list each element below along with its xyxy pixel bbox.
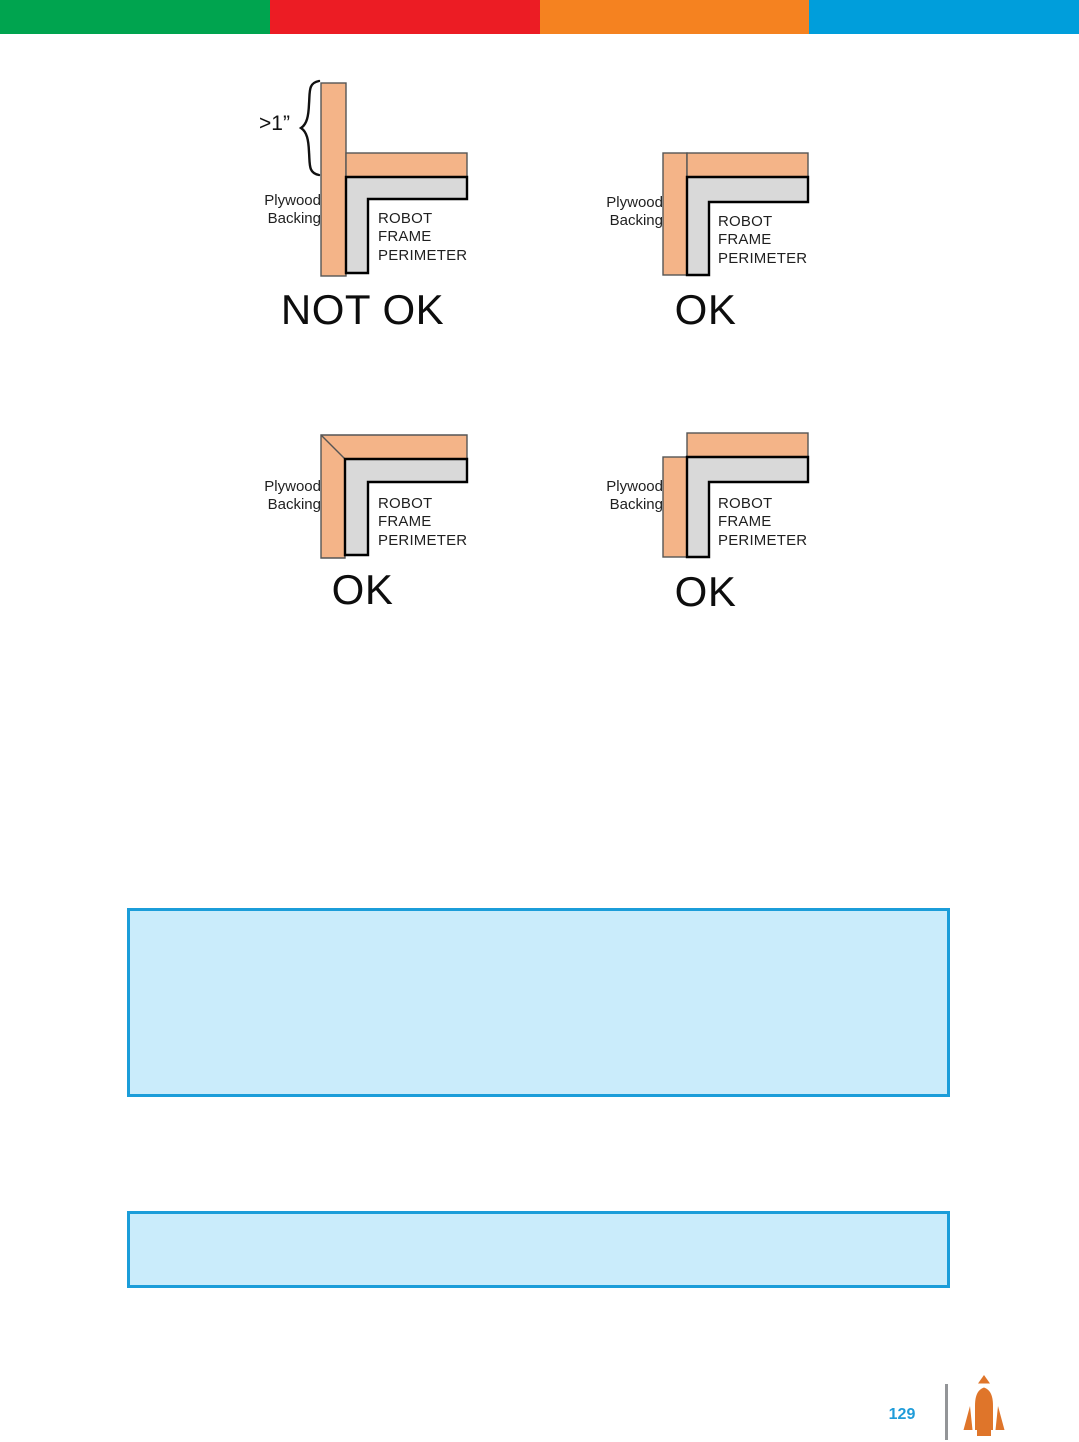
plywood-vertical-plank [320,82,347,277]
frame-label-line3: PERIMETER [378,531,468,549]
frame-label-line2: FRAME [718,231,772,249]
plywood-backing-label: Plywood Backing [599,194,663,231]
frame-label-line3: PERIMETER [718,249,808,267]
backing-label-line2: Backing [609,496,663,514]
plywood-backing-label: Plywood Backing [599,478,663,515]
plywood-vertical-plank [662,456,688,558]
plywood-joint-drawing [320,434,469,559]
verdict-label: NOT OK [280,286,445,333]
frame-label-line3: PERIMETER [718,531,808,549]
robot-frame-corner [344,175,469,275]
page-number: 129 [888,1406,916,1423]
note-box-small [127,1211,950,1288]
note-box-large [127,908,950,1097]
robot-frame-label: ROBOT FRAME PERIMETER [718,213,807,268]
robot-frame-corner [685,175,810,277]
diagram-ok-overlap-butt: Plywood Backing ROBOT FRAME PERIMETER OK [598,428,813,615]
diagram-ok-miter: Plywood Backing ROBOT FRAME PERIMETER OK [255,428,470,613]
header-green-segment [0,0,270,34]
plywood-joint-drawing [662,432,810,559]
robot-frame-corner [685,455,810,559]
frame-label-line1: ROBOT [718,495,773,512]
backing-label-line1: Plywood [264,192,321,209]
verdict-label: OK [674,286,737,333]
plywood-backing-label: Plywood Backing [257,192,321,229]
header-color-bar [0,0,1079,34]
plywood-backing-label: Plywood Backing [257,478,321,515]
rocket-icon [963,1375,1005,1436]
header-blue-segment [809,0,1079,34]
plywood-horizontal-plank [345,152,468,178]
frame-label-line2: FRAME [378,228,432,246]
plywood-horizontal-plank [686,152,809,178]
robot-frame-label: ROBOT FRAME PERIMETER [718,495,807,550]
dimension-brace [298,79,321,177]
plywood-vertical-plank [662,152,688,276]
dimension-label: >1” [259,112,290,135]
verdict-label: OK [674,568,737,615]
miter-seam [320,434,346,460]
robot-frame-label: ROBOT FRAME PERIMETER [378,495,467,550]
footer-divider [945,1384,948,1440]
diagram-ok-flush-butt: Plywood Backing ROBOT FRAME PERIMETER OK [598,148,813,333]
header-red-segment [269,0,540,34]
frame-label-line1: ROBOT [378,210,433,227]
frame-label-line1: ROBOT [718,213,773,230]
diagram-not-ok: >1” Plywood Backing ROBOT FRAME PERIMETE… [255,78,470,336]
robot-frame-corner [343,457,469,557]
backing-label-line1: Plywood [606,478,663,495]
header-orange-segment [539,0,810,34]
plywood-joint-drawing [662,152,810,277]
frame-label-line2: FRAME [378,513,432,531]
frame-label-line2: FRAME [718,513,772,531]
plywood-joint-drawing [298,79,469,277]
backing-label-line1: Plywood [606,194,663,211]
frame-label-line3: PERIMETER [378,246,468,264]
backing-label-line2: Backing [609,212,663,230]
robot-frame-label: ROBOT FRAME PERIMETER [378,210,467,265]
backing-label-line2: Backing [267,496,321,514]
plywood-horizontal-plank [686,432,809,458]
backing-label-line2: Backing [267,210,321,228]
verdict-label: OK [331,566,394,613]
backing-label-line1: Plywood [264,478,321,495]
frame-label-line1: ROBOT [378,495,433,512]
